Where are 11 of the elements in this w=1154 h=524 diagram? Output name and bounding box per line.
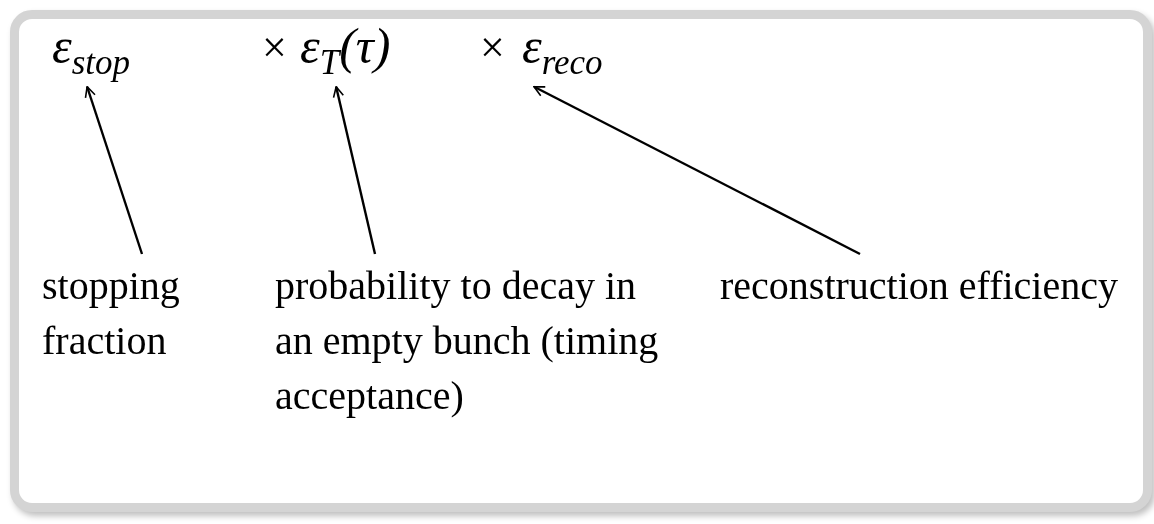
arrow — [533, 85, 861, 256]
formula-term: ε$_{T}$(τ) — [300, 18, 391, 83]
description-text: probability to decay in an empty bunch (timing acceptance) — [275, 258, 675, 424]
formula-term: ε$_{reco}$ — [522, 18, 603, 83]
arrow — [84, 85, 144, 255]
description-text: reconstruction efficiency — [720, 258, 1120, 314]
multiplication-sign: × — [262, 22, 287, 74]
arrow — [332, 85, 377, 255]
description-text: stopping fraction — [42, 258, 242, 369]
multiplication-sign: × — [480, 22, 505, 74]
formula-term: ε$_{stop}$ — [52, 18, 131, 83]
